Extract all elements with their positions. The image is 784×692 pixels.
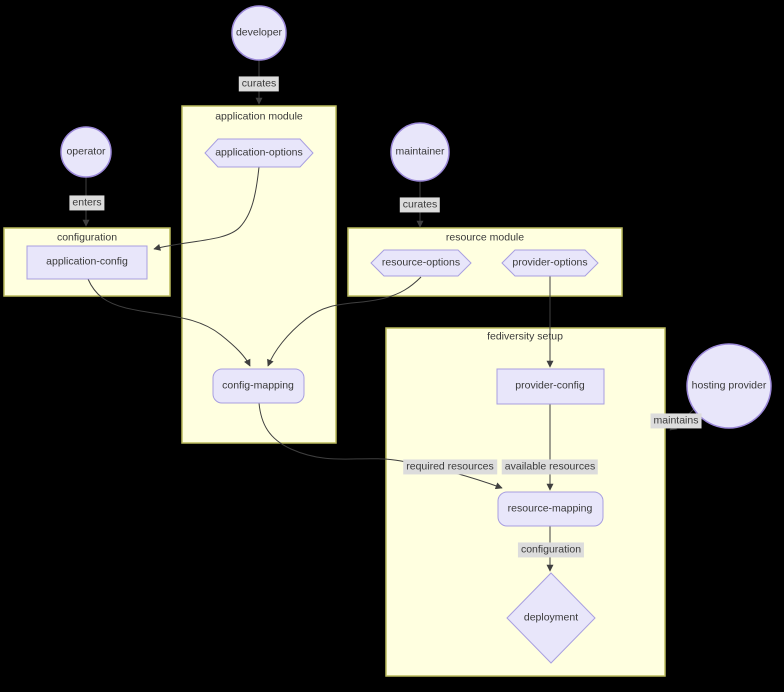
hosting-provider-label: hosting provider bbox=[691, 379, 767, 392]
edge-label-enters: enters bbox=[69, 195, 105, 211]
edge-label-curates-developer: curates bbox=[238, 76, 280, 92]
provider-config-node bbox=[496, 368, 605, 405]
config-mapping-label: config-mapping bbox=[222, 379, 294, 392]
application-config-node bbox=[26, 245, 148, 280]
resource-mapping-node bbox=[497, 491, 604, 527]
provider-options-label: provider-options bbox=[512, 256, 588, 269]
deployment-node bbox=[506, 572, 596, 664]
maintainer-label: maintainer bbox=[395, 145, 445, 158]
resource-mapping-label: resource-mapping bbox=[507, 502, 593, 515]
provider-config-label: provider-config bbox=[515, 379, 585, 392]
deployment-label: deployment bbox=[523, 611, 579, 624]
provider-options-node bbox=[501, 249, 599, 277]
edge-label-configuration: configuration bbox=[517, 542, 585, 558]
edge-label-required-resources: required resources bbox=[403, 459, 497, 475]
edge-label-curates-maintainer: curates bbox=[399, 197, 441, 213]
application-config-label: application-config bbox=[46, 255, 128, 268]
cluster-title-fediversity-setup: fediversity setup bbox=[487, 330, 563, 343]
cluster-title-application-module: application module bbox=[215, 110, 303, 123]
developer-node bbox=[231, 5, 287, 61]
edge-application-config-config-mapping bbox=[87, 278, 251, 367]
resource-options-node bbox=[370, 249, 472, 277]
edge-label-maintains: maintains bbox=[650, 413, 702, 429]
application-options-node bbox=[204, 138, 314, 168]
resource-options-label: resource-options bbox=[381, 256, 461, 269]
cluster-title-resource-module: resource module bbox=[445, 231, 525, 244]
config-mapping-node bbox=[212, 368, 305, 404]
cluster-title-configuration: configuration bbox=[56, 231, 118, 244]
edge-resource-options-config-mapping bbox=[267, 276, 422, 367]
edge-application-options-application-config bbox=[153, 166, 260, 251]
maintainer-node bbox=[390, 122, 450, 182]
hosting-provider-node bbox=[686, 343, 772, 429]
operator-label: operator bbox=[66, 145, 106, 158]
operator-node bbox=[60, 126, 112, 178]
developer-label: developer bbox=[235, 26, 283, 39]
application-options-label: application-options bbox=[215, 146, 303, 159]
edge-label-available-resources: available resources bbox=[501, 459, 599, 475]
